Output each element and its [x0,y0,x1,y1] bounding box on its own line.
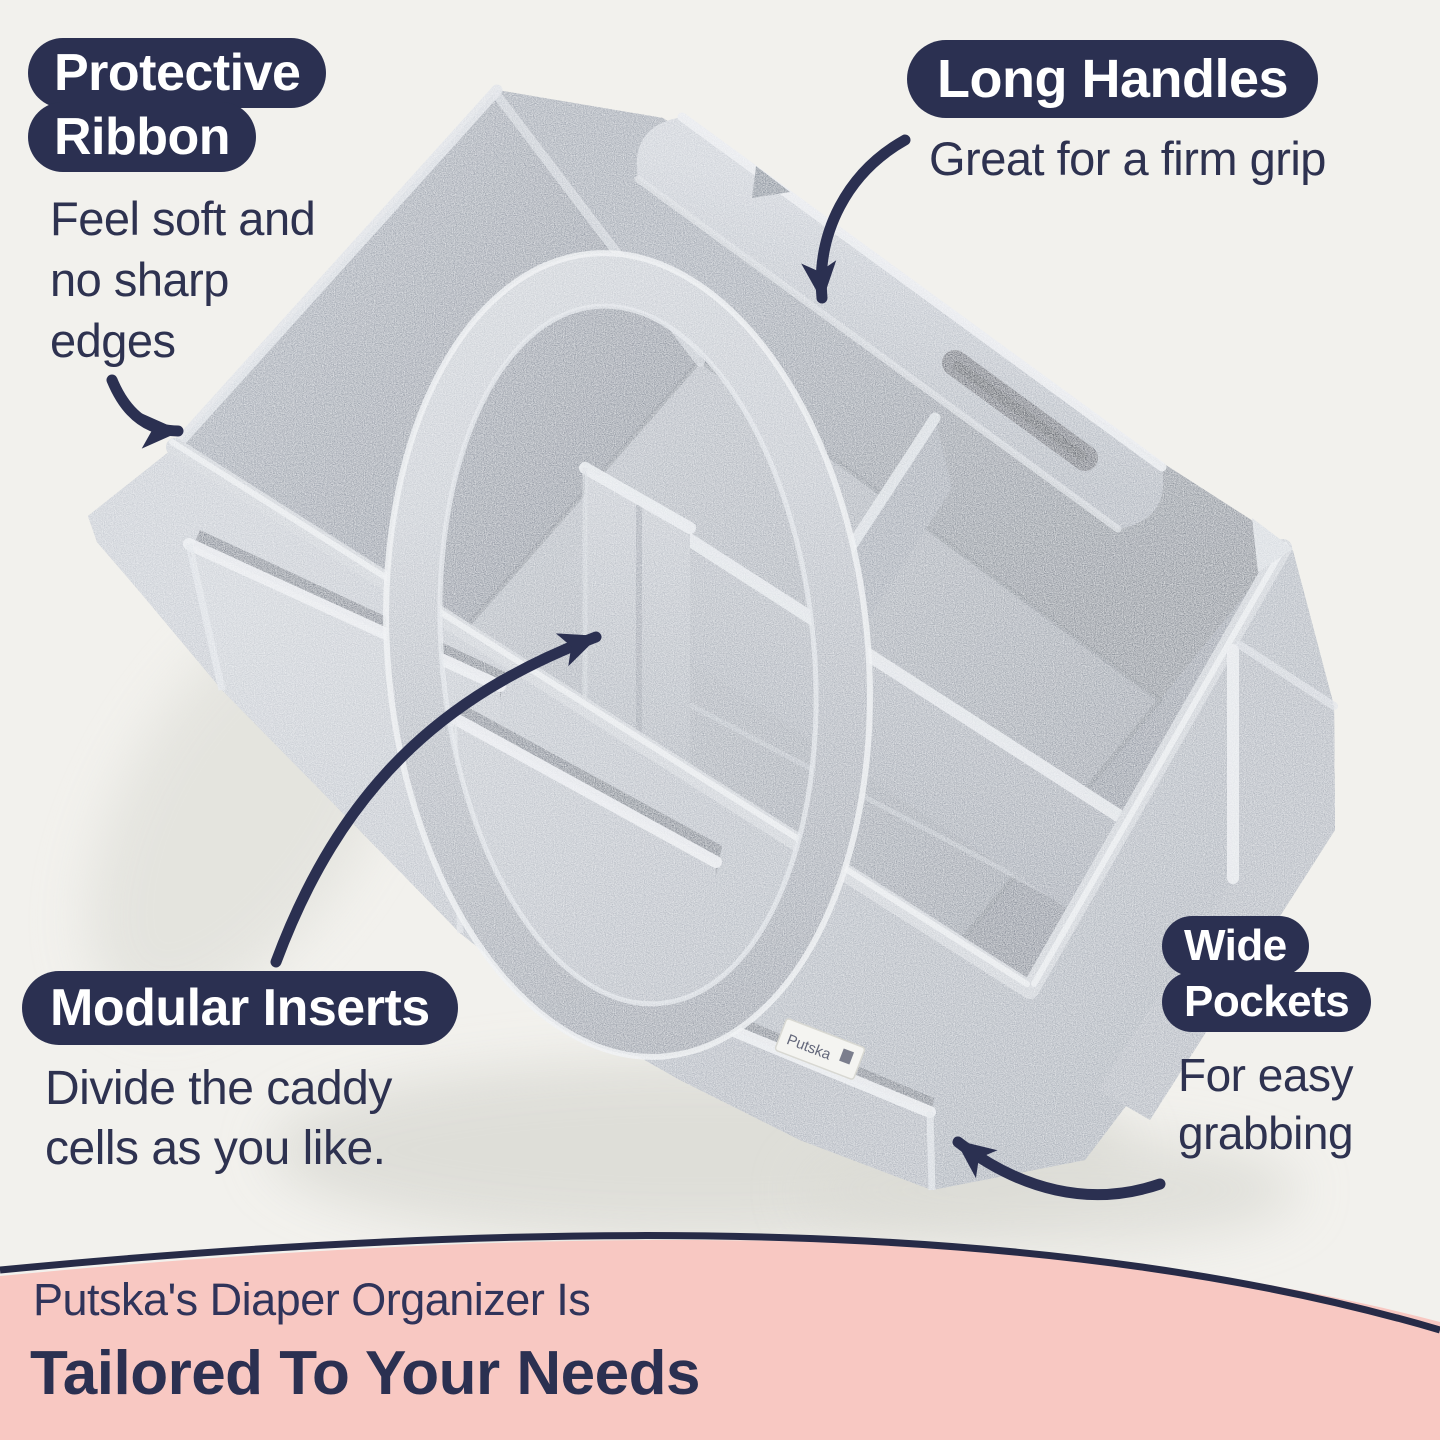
arrow-wide-pockets [952,1136,1166,1200]
interior-back-right-wall [497,90,1293,700]
banner-title: Tailored To Your Needs [30,1339,700,1408]
pockets-badge: Pockets [1162,972,1372,1032]
protective-ribbon-description-line: edges [50,314,176,367]
banner-pink-area [0,1239,1440,1440]
modular-inserts-description-line: cells as you like. [45,1122,386,1175]
strap-grip-slot [942,350,1098,471]
arrow-modular-inserts [270,631,602,968]
strap-notch [752,166,790,198]
back-left-rim-trim [169,84,503,453]
center-divider-trim [605,483,1207,875]
long-handles-badge: Long Handles [907,40,1319,118]
arrow-protective-ribbon [106,374,184,449]
long-handles-description-line: Great for a firm grip [929,132,1326,185]
right-corner-ear [1252,518,1293,572]
annotation-arrows [106,134,1166,1200]
right-pocket [1098,641,1338,1120]
banner-subtitle: Putska's Diaper Organizer Is [33,1274,591,1325]
handle-loop [383,250,873,1060]
modular-inserts-badge: Modular Inserts [22,971,458,1045]
banner-curve-line [0,1232,1440,1334]
diaper-caddy-illustration [88,84,1338,1191]
wide-pockets-description-line: For easy [1178,1049,1353,1101]
ribbon-badge: Ribbon [28,102,257,172]
protective-badge: Protective [28,38,327,108]
wide-badge: Wide [1162,916,1309,976]
protective-ribbon-description-line: no sharp [50,253,229,306]
arrow-long-handles [801,134,911,304]
front-rim-trim [166,438,1292,999]
modular-inserts-description-line: Divide the caddy [45,1062,392,1115]
callout-protective-ribbon: Protective Ribbon Feel soft and no sharp… [28,38,327,371]
callout-modular-inserts: Modular Inserts Divide the caddy cells a… [22,971,458,1179]
bottom-banner [0,1232,1440,1440]
long-handle-strap [634,112,1167,533]
protective-ribbon-description-line: Feel soft and [50,192,316,245]
center-divider [560,490,1200,950]
callout-wide-pockets: Wide Pockets For easy grabbing [1162,916,1372,1162]
wide-pockets-description-line: grabbing [1178,1107,1354,1159]
callout-long-handles: Long Handles Great for a firm grip [907,40,1326,188]
